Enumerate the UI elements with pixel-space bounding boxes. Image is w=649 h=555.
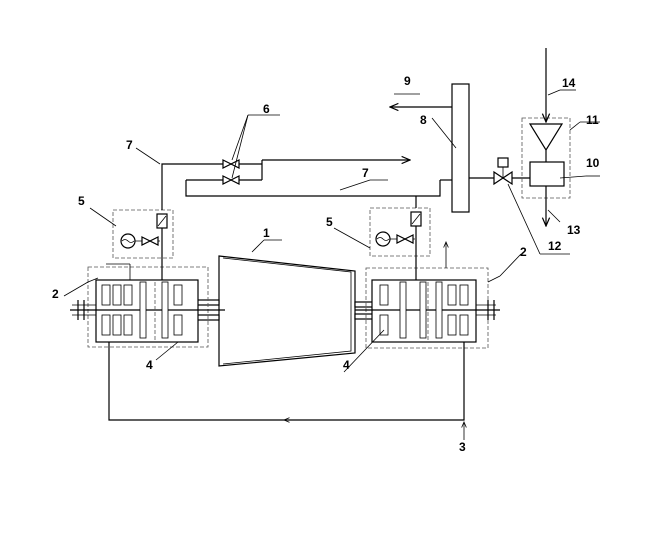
label-14: 14 [562,76,576,90]
label-7-lower: 7 [362,166,369,180]
label-1: 1 [263,226,270,240]
label-10: 10 [586,156,600,170]
label-5-left: 5 [78,194,85,208]
label-12: 12 [548,239,562,253]
supply-unit [521,48,571,226]
label-2-right: 2 [520,245,527,259]
label-3: 3 [459,440,466,454]
left-compressor-unit [70,266,225,348]
left-unit-boundary [87,266,209,348]
label-9: 9 [404,74,411,88]
label-13: 13 [567,223,581,237]
label-4-left: 4 [146,358,153,372]
left-gearbox [95,279,199,343]
right-compressor-unit [355,267,500,349]
manifold [390,83,530,213]
label-4-right: 4 [343,358,350,372]
return-line [108,342,464,440]
left-sensor-box [112,209,174,280]
label-8: 8 [420,113,427,127]
turbine-casing [218,255,356,367]
label-11: 11 [586,113,599,127]
right-sensor-box [369,207,431,280]
leader-lines [63,89,600,373]
label-2-left: 2 [52,287,59,301]
valves [222,159,240,185]
label-7-upper: 7 [126,138,133,152]
label-6: 6 [263,102,270,116]
label-5-right: 5 [326,215,333,229]
pipelines [106,160,452,280]
